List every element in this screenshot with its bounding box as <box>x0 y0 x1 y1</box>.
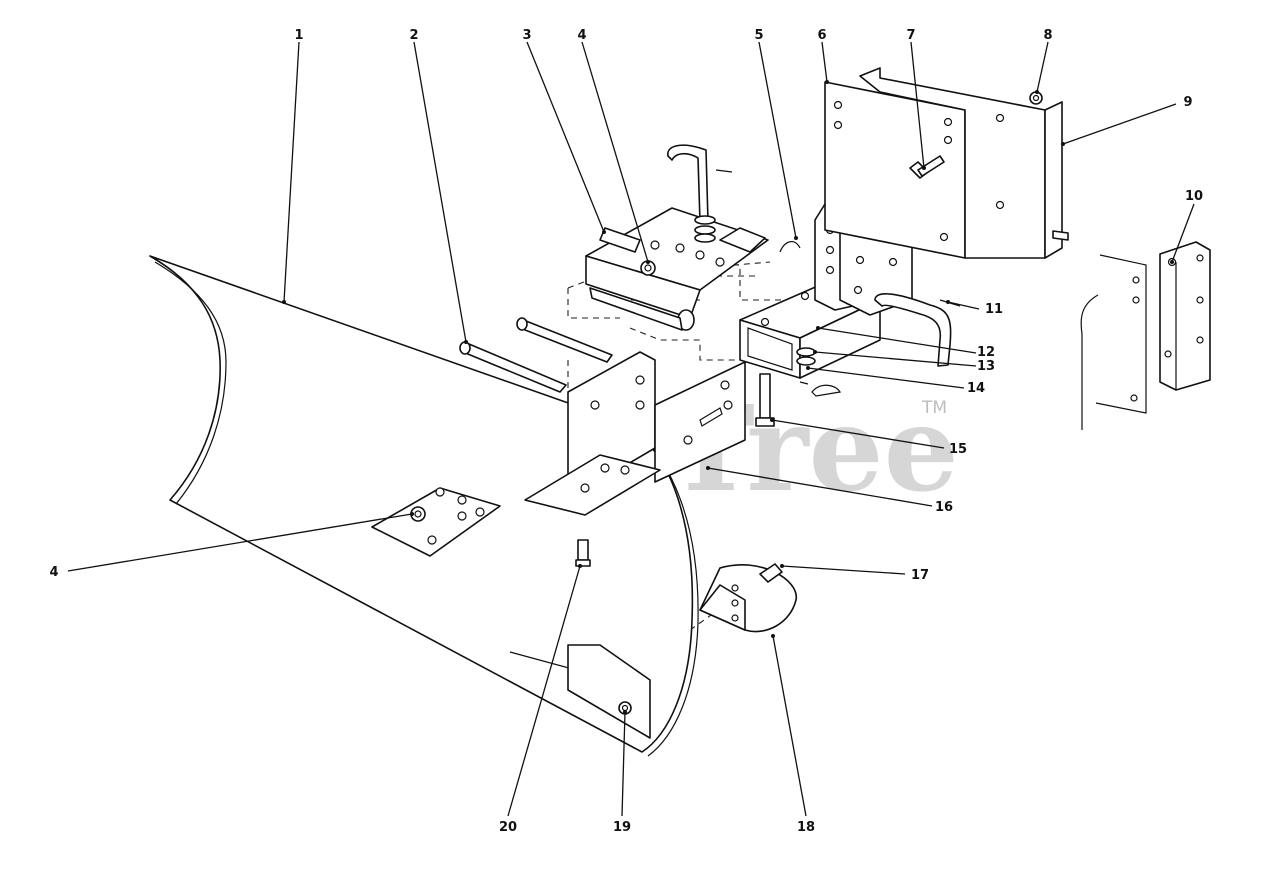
side-bracket-part-10 <box>1080 241 1211 430</box>
callout-numbers: 1 2 3 4 5 6 7 8 9 10 11 12 13 14 15 16 1… <box>49 28 1203 835</box>
callout-7: 7 <box>906 28 915 43</box>
callout-15: 15 <box>949 442 967 457</box>
callout-17: 17 <box>911 568 929 583</box>
callout-1: 1 <box>294 28 303 43</box>
callout-20: 20 <box>499 820 517 835</box>
callout-6: 6 <box>817 28 826 43</box>
callout-12: 12 <box>977 345 995 360</box>
rear-plate-part-9 <box>859 67 1069 259</box>
front-plate-part-6 <box>824 81 966 259</box>
callout-2: 2 <box>409 28 418 43</box>
callout-11: 11 <box>985 302 1003 317</box>
callout-19: 19 <box>613 820 631 835</box>
callout-leaders <box>67 41 1195 817</box>
callout-3: 3 <box>522 28 531 43</box>
blade-bracket-part-16 <box>524 351 746 516</box>
callout-4-lower: 4 <box>49 565 58 580</box>
lower-plate-part-4 <box>371 487 501 557</box>
callout-4: 4 <box>577 28 586 43</box>
blade-rear-plate <box>567 539 651 739</box>
rods-part-2 <box>459 317 613 393</box>
callout-5: 5 <box>754 28 763 43</box>
hairpin-part-12 <box>796 293 961 397</box>
pivot-bracket-part-3 <box>585 207 769 331</box>
callout-9: 9 <box>1183 95 1192 110</box>
callout-8: 8 <box>1043 28 1052 43</box>
callout-10: 10 <box>1185 189 1203 204</box>
long-bolt-part-15 <box>755 373 775 427</box>
callout-16: 16 <box>935 500 953 515</box>
callout-13: 13 <box>977 359 995 374</box>
skid-shoe-part-18 <box>699 563 797 633</box>
upper-pin-assembly <box>667 144 733 243</box>
bolt-part-7 <box>909 155 945 179</box>
callout-14: 14 <box>967 381 985 396</box>
callout-18: 18 <box>797 820 815 835</box>
watermark-trademark: TM <box>921 398 947 418</box>
